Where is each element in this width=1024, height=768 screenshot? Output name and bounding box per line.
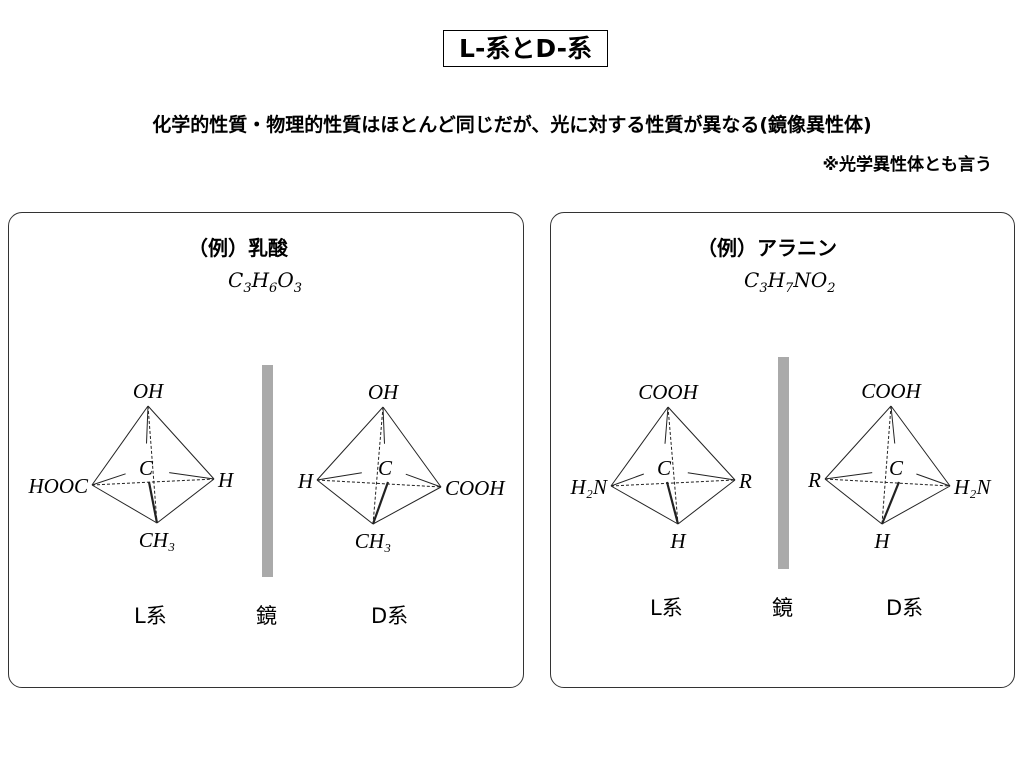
alanine-d-right-group: H₂N <box>953 475 991 499</box>
alanine-l-bottom-group: H <box>669 529 687 553</box>
lactic-acid-panel <box>8 212 524 688</box>
d-label: D系 <box>371 604 409 628</box>
hidden-edge-line <box>610 479 736 487</box>
bond-left <box>91 473 126 486</box>
hidden-edge-line <box>91 478 215 486</box>
lactic-acid-formula: C3H6O3 <box>228 268 303 296</box>
edge-line <box>610 485 679 525</box>
edge-line <box>382 406 442 488</box>
bond-bottom-wedge <box>880 481 901 525</box>
mirror-label: 鏡 <box>256 604 277 628</box>
bond-top <box>890 405 896 444</box>
hidden-edge-line <box>147 405 158 524</box>
lactic-acid-d-right-group: COOH <box>445 476 506 500</box>
mirror-label: 鏡 <box>772 596 793 620</box>
alanine-l-center-atom: C <box>657 456 672 480</box>
edge-line <box>316 479 374 525</box>
lactic-acid-example-title: （例）乳酸 <box>188 236 288 260</box>
alanine-example-title: （例）アラニン <box>697 236 837 260</box>
hidden-edge-line <box>316 479 442 488</box>
alanine-l-left-group: H₂N <box>570 475 608 499</box>
bond-bottom-wedge <box>371 481 390 525</box>
alanine-d-left-group: R <box>807 468 821 492</box>
alanine-panel <box>550 212 1015 688</box>
edge-line <box>667 406 736 481</box>
alanine-d-bottom-group: H <box>873 529 891 553</box>
bond-right <box>916 473 951 487</box>
slide-title: L-系とD-系 <box>443 30 608 67</box>
lactic-acid-d-center-atom: C <box>378 456 393 480</box>
bond-left <box>824 472 873 480</box>
bond-left <box>610 473 644 487</box>
lactic-acid-l-right-group: H <box>217 468 235 492</box>
alanine-d-center-atom: C <box>889 456 904 480</box>
lactic-acid-d-left-group: H <box>297 469 315 493</box>
bond-bottom-wedge <box>147 481 159 524</box>
bond-bottom-wedge <box>665 481 680 525</box>
hidden-edge-line <box>667 406 679 525</box>
edge-line <box>890 405 951 487</box>
edge-line <box>824 478 883 525</box>
edge-line <box>91 484 158 524</box>
l-label: L系 <box>134 604 167 628</box>
lactic-acid-l-center-atom: C <box>139 456 154 480</box>
edge-line <box>147 405 215 480</box>
lactic-acid-d-bottom-group: CH₃ <box>355 529 391 553</box>
alanine-d-top-group: COOH <box>861 379 922 403</box>
bond-right <box>405 473 442 488</box>
lactic-acid-d-top-group: OH <box>368 380 400 404</box>
subtitle: 化学的性質・物理的性質はほとんど同じだが、光に対する性質が異なる(鏡像異性体) <box>152 114 872 136</box>
bond-right <box>687 472 736 481</box>
bond-left <box>316 472 362 481</box>
edge-line <box>824 405 892 480</box>
bond-right <box>169 472 215 480</box>
lactic-acid-l-left-group: HOOC <box>27 474 88 498</box>
mirror-bar <box>778 357 789 569</box>
lactic-acid-l-top-group: OH <box>133 379 165 403</box>
bond-top <box>146 405 149 444</box>
alanine-formula: C3H7NO2 <box>744 268 836 296</box>
edge-line <box>316 406 384 481</box>
hidden-edge-line <box>372 406 384 525</box>
edge-line <box>677 479 736 525</box>
d-label: D系 <box>886 596 924 620</box>
edge-line <box>881 485 951 525</box>
note: ※光学異性体とも言う <box>822 155 992 175</box>
bond-top <box>664 406 669 444</box>
hidden-edge-line <box>824 478 951 487</box>
edge-line <box>610 406 669 487</box>
lactic-acid-l-bottom-group: CH₃ <box>139 528 175 552</box>
edge-line <box>91 405 149 486</box>
edge-line <box>372 486 442 525</box>
bond-top <box>382 406 385 444</box>
l-label: L系 <box>650 596 683 620</box>
alanine-l-top-group: COOH <box>638 380 699 404</box>
mirror-bar <box>262 365 273 577</box>
alanine-l-right-group: R <box>738 469 752 493</box>
edge-line <box>156 478 215 524</box>
